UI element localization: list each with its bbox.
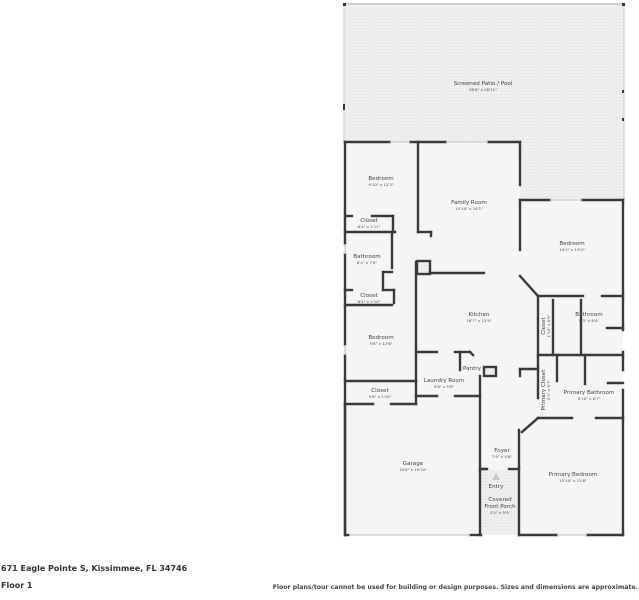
room-dims-closet3: 1'10" x 8'9" bbox=[546, 314, 551, 337]
room-dims-closet1: 6'4" x 1'11" bbox=[358, 224, 381, 229]
room-dims-garage: 18'6" x 18'10" bbox=[399, 467, 427, 472]
room-label-primary-bathroom: Primary Bathroom bbox=[564, 390, 615, 396]
room-dims-patio: 38'6" x 26'11" bbox=[469, 87, 497, 92]
walls bbox=[343, 140, 625, 537]
room-dims-family-room: 13'10" x 18'1" bbox=[455, 206, 483, 211]
room-label-patio: Screened Patio / Pool bbox=[454, 81, 513, 87]
room-dims-closet2: 6'4" x 1'10" bbox=[358, 299, 381, 304]
room-label-laundry: Laundry Room bbox=[424, 378, 465, 384]
room-dims-bedroom3: 9'8" x 12'6" bbox=[370, 341, 393, 346]
room-label-kitchen: Kitchen bbox=[468, 312, 489, 318]
room-label-closet2: Closet bbox=[360, 293, 378, 299]
property-address: 671 Eagle Pointe S, Kissimmee, FL 34746 bbox=[1, 564, 188, 573]
windows bbox=[344, 141, 587, 536]
room-label-closet1: Closet bbox=[360, 218, 378, 224]
room-dims-bedroom1: 9'10" x 12'3" bbox=[368, 182, 394, 187]
room-label-bedroom3: Bedroom bbox=[368, 335, 393, 341]
room-label-bathroom2: Bathroom bbox=[575, 312, 602, 318]
room-labels: Screened Patio / Pool 38'6" x 26'11" Bed… bbox=[353, 81, 614, 515]
room-dims-primary-closet: 2'3" x 8'7" bbox=[546, 380, 551, 401]
room-dims-porch: 3'5" x 9'5" bbox=[490, 510, 511, 515]
room-label-closet3: Closet bbox=[541, 316, 547, 334]
room-label-entry: Entry bbox=[489, 484, 505, 490]
floor-label: Floor 1 bbox=[1, 581, 33, 590]
house-floor bbox=[345, 142, 623, 535]
room-dims-bathroom2: 9'3" x 8'0" bbox=[579, 318, 600, 323]
room-label-porch-line2: Front Porch bbox=[484, 504, 516, 510]
room-dims-bedroom2: 14'1" x 13'0" bbox=[559, 247, 585, 252]
room-label-primary-bedroom: Primary Bedroom bbox=[549, 472, 598, 478]
room-label-pantry: Pantry bbox=[463, 366, 482, 372]
room-dims-primary-bedroom: 13'10" x 15'8" bbox=[559, 478, 587, 483]
room-label-bathroom1: Bathroom bbox=[353, 254, 380, 260]
room-label-foyer: Foyer bbox=[494, 448, 510, 454]
room-label-porch-line1: Covered bbox=[488, 497, 512, 503]
room-dims-bathroom1: 6'4" x 7'9" bbox=[357, 260, 378, 265]
room-label-garage: Garage bbox=[403, 461, 424, 467]
room-dims-laundry: 9'6" x 5'9" bbox=[434, 384, 455, 389]
room-label-bedroom2: Bedroom bbox=[559, 241, 584, 247]
room-dims-primary-bathroom: 8'10" x 8'7" bbox=[578, 396, 601, 401]
disclaimer-text: Floor plans/tour cannot be used for buil… bbox=[272, 584, 638, 591]
room-label-closet4: Closet bbox=[371, 388, 389, 394]
room-dims-foyer: 7'9" x 4'6" bbox=[492, 454, 513, 459]
room-label-primary-closet: Primary Closet bbox=[541, 369, 547, 411]
room-label-bedroom1: Bedroom bbox=[368, 176, 393, 182]
room-dims-closet4: 9'8" x 2'10" bbox=[369, 394, 392, 399]
room-label-family-room: Family Room bbox=[451, 200, 487, 206]
room-dims-kitchen: 16'7" x 12'9" bbox=[466, 318, 492, 323]
entry-arrow-icon bbox=[492, 473, 500, 480]
